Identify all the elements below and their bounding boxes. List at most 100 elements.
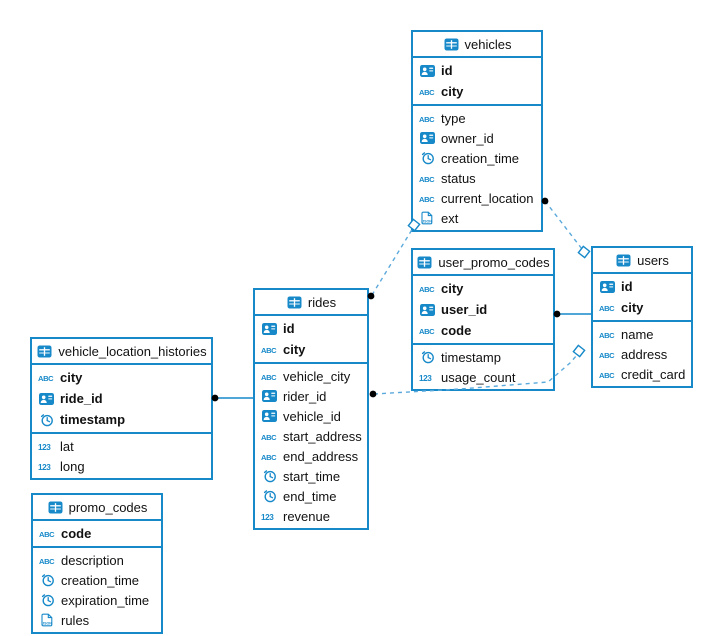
column-name: city (441, 84, 464, 99)
table-header[interactable]: vehicles (413, 32, 541, 58)
column-row-rides-end_address[interactable]: ABC end_address (255, 446, 367, 466)
id-card-icon (599, 280, 616, 293)
table-header[interactable]: vehicle_location_histories (32, 339, 211, 365)
relationship-endpoint-dot (369, 390, 377, 398)
timestamp-type-icon (419, 151, 436, 165)
column-row-rides-rider_id[interactable]: rider_id (255, 386, 367, 406)
table-icon (286, 296, 303, 309)
relationship-endpoint-diamond (577, 245, 591, 259)
id-card-icon (419, 132, 436, 144)
column-name: id (441, 63, 453, 78)
column-name: id (283, 321, 295, 336)
text-type-icon: ABC (261, 451, 278, 462)
table-header[interactable]: rides (255, 290, 367, 316)
id-card-icon (261, 390, 278, 402)
column-name: code (61, 526, 92, 541)
id-card-icon (261, 322, 278, 335)
column-row-rides-start_time[interactable]: start_time (255, 466, 367, 486)
column-row-user_promo_codes-timestamp[interactable]: timestamp (413, 347, 553, 367)
svg-text:ABC: ABC (419, 88, 435, 97)
column-name: creation_time (441, 150, 520, 166)
svg-text:ABC: ABC (599, 304, 615, 313)
column-name: expiration_time (61, 592, 150, 608)
column-row-vehicles-current_location[interactable]: ABC current_location (413, 188, 541, 208)
table-icon (443, 38, 460, 51)
timestamp-type-icon (419, 350, 436, 364)
column-name: type (441, 110, 466, 126)
column-name: end_address (283, 448, 359, 464)
column-row-rides-id[interactable]: id (255, 318, 367, 339)
column-row-promo_codes-expiration_time[interactable]: expiration_time (33, 590, 161, 610)
id-card-icon (419, 303, 436, 316)
number-type-icon: 123 (38, 461, 55, 472)
json-type-icon: JSON (39, 613, 56, 627)
timestamp-type-icon (261, 489, 278, 503)
relationship-line-rides-vehicles[interactable] (371, 227, 414, 296)
json-type-icon: JSON (419, 211, 436, 225)
column-row-vehicle_location_histories-ride_id[interactable]: ride_id (32, 388, 211, 409)
column-row-vehicles-id[interactable]: id (413, 60, 541, 81)
svg-text:123: 123 (419, 374, 432, 383)
id-card-icon (419, 64, 436, 77)
column-name: owner_id (441, 130, 494, 146)
text-type-icon: ABC (419, 193, 436, 204)
text-type-icon: ABC (261, 431, 278, 442)
number-type-icon: 123 (261, 511, 278, 522)
column-row-vehicles-creation_time[interactable]: creation_time (413, 148, 541, 168)
column-row-rides-end_time[interactable]: end_time (255, 486, 367, 506)
column-row-users-id[interactable]: id (593, 276, 691, 297)
table-header[interactable]: users (593, 248, 691, 274)
column-name: city (60, 370, 83, 385)
column-name: user_id (441, 302, 488, 317)
column-row-promo_codes-creation_time[interactable]: creation_time (33, 570, 161, 590)
column-row-vehicles-city[interactable]: ABC city (413, 81, 541, 102)
svg-text:ABC: ABC (599, 371, 615, 380)
table-header[interactable]: promo_codes (33, 495, 161, 521)
relationship-line-vehicles-users[interactable] (544, 200, 583, 250)
table-title: user_promo_codes (438, 254, 550, 270)
table-title: vehicle_location_histories (58, 343, 207, 359)
svg-text:ABC: ABC (599, 331, 615, 340)
column-name: creation_time (61, 572, 140, 588)
column-row-vehicles-owner_id[interactable]: owner_id (413, 128, 541, 148)
column-name: current_location (441, 190, 534, 206)
column-row-user_promo_codes-user_id[interactable]: user_id (413, 299, 553, 320)
column-row-vehicle_location_histories-timestamp[interactable]: timestamp (32, 409, 211, 430)
text-type-icon: ABC (39, 555, 56, 566)
table-header[interactable]: user_promo_codes (413, 250, 553, 276)
column-row-rides-vehicle_id[interactable]: vehicle_id (255, 406, 367, 426)
